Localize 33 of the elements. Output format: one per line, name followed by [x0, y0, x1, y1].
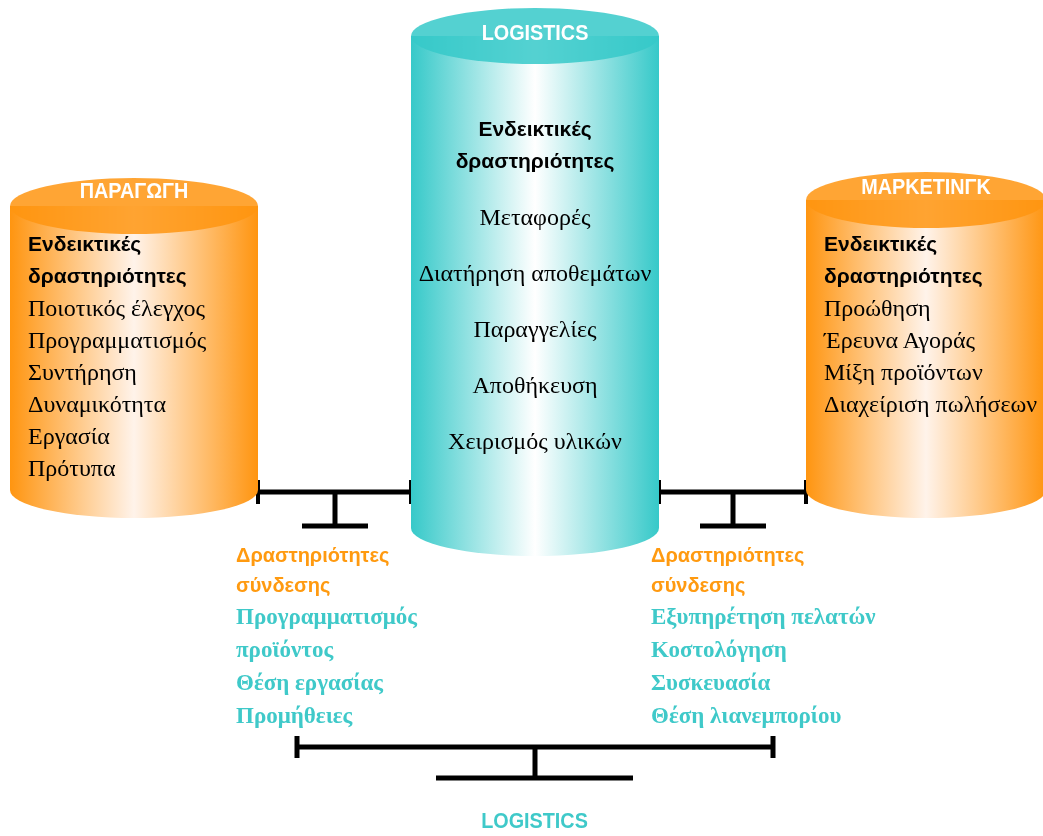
linking-activity: Εξυπηρέτηση πελατών [651, 603, 876, 631]
linking-activity: Κοστολόγηση [651, 636, 788, 664]
activity-item: Αποθήκευση [471, 371, 599, 400]
cylinder-title: ΠΑΡΑΓΩΓΗ [78, 178, 190, 204]
bottom-title: LOGISTICS [480, 808, 589, 834]
activity-item: Συντήρηση [28, 358, 138, 387]
activity-item: Δυναμικότητα [28, 390, 168, 419]
cylinder-title: ΜΑΡΚΕΤΙΝΓΚ [860, 174, 992, 200]
linking-activity: Θέση εργασίας [236, 669, 384, 697]
linking-activity: Προγραμματισμός προϊόντος [236, 603, 418, 664]
activity-item: Εργασία [28, 422, 111, 451]
section-heading: Ενδεικτικές δραστηριότητες [28, 231, 188, 289]
section-heading: Ενδεικτικές δραστηριότητες [454, 116, 616, 174]
connector-bar [657, 478, 808, 506]
group-heading: Δραστηριότητες σύνδεσης [651, 543, 806, 598]
activity-item: Έρευνα Αγοράς [824, 326, 977, 355]
group-heading: Δραστηριότητες σύνδεσης [236, 543, 391, 598]
activity-item: Πρότυπα [28, 454, 117, 483]
activity-item: Παραγγελίες [472, 315, 598, 344]
activity-item: Προγραμματισμός [28, 326, 208, 355]
activity-item: Μίξη προϊόντων [824, 358, 984, 387]
linking-activity: Συσκευασία [651, 669, 772, 697]
linking-activity: Θέση λιανεμπορίου [651, 702, 843, 730]
connector-bar [256, 478, 413, 506]
activity-item: Ποιοτικός έλεγχος [28, 294, 206, 323]
activity-item: Μεταφορές [478, 203, 592, 232]
linking-activity: Προμήθειες [236, 702, 354, 730]
section-heading: Ενδεικτικές δραστηριότητες [824, 231, 984, 289]
activity-item: Διατήρηση αποθεμάτων [417, 259, 653, 288]
activity-item: Προώθηση [824, 294, 932, 323]
activity-item: Χειρισμός υλικών [447, 427, 623, 456]
activity-item: Διαχείριση πωλήσεων [824, 390, 1039, 419]
cylinder-title: LOGISTICS [480, 20, 590, 46]
